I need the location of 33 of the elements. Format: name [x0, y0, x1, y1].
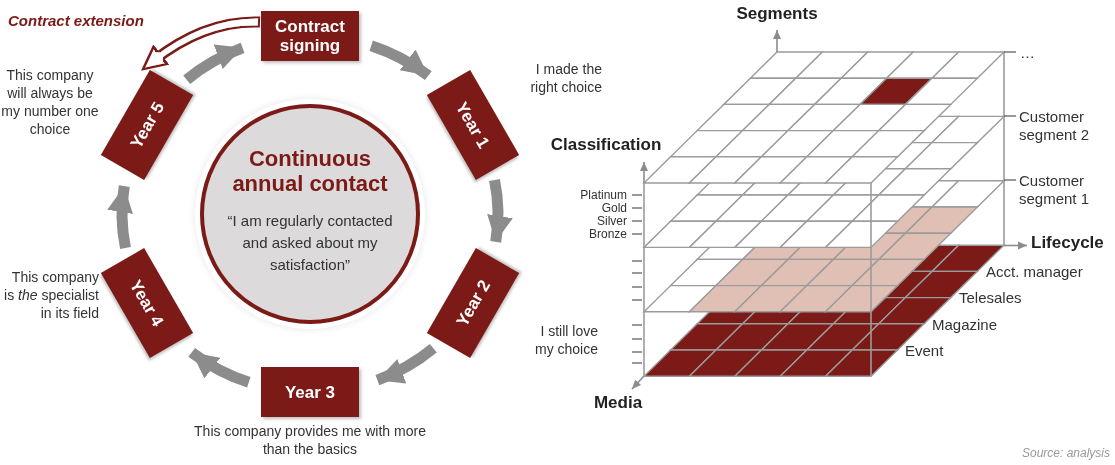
quote-text: This company is the specialist in its field — [3, 268, 99, 322]
tick-label: Telesales — [959, 289, 1022, 307]
cycle-arrow — [188, 347, 251, 388]
circle-title: Continuous annual contact — [231, 146, 389, 196]
tick-label: Platinum — [580, 188, 627, 203]
axis-title: Segments — [736, 4, 818, 24]
axis-title: Media — [593, 393, 643, 413]
tick-label: Event — [905, 342, 944, 360]
quote-text: I still love my choice — [533, 322, 598, 358]
tick-label: Magazine — [932, 316, 998, 334]
axis-title: Lifecycle — [1031, 233, 1104, 253]
cycle-arrow — [369, 40, 432, 81]
cycle-arrow — [108, 185, 135, 249]
tick-label: Customer segment 2 — [1019, 108, 1091, 144]
quote-text: This company will always be my number one choice — [1, 66, 99, 138]
tick-label: Gold — [601, 201, 627, 216]
quote-text: “I am regularly contacted and asked about my satisfaction” — [226, 211, 394, 275]
edge-label: Contract extension — [8, 12, 144, 29]
cycle-arrow — [485, 179, 512, 243]
tick-label: Bronze — [588, 227, 627, 242]
source-note: Source: analysis — [1021, 446, 1110, 461]
quote-text: I made the right choice — [529, 60, 602, 96]
tick-label: … — [1020, 44, 1035, 62]
stage-box: Contract signing — [261, 11, 359, 61]
stage-box: Year 3 — [261, 367, 359, 417]
tick-label: Customer segment 1 — [1019, 172, 1091, 208]
tick-label: Silver — [597, 214, 627, 229]
cycle-arrow — [375, 343, 437, 386]
extension-arrow — [140, 16, 260, 71]
tick-label: Acct. manager — [986, 263, 1083, 281]
axis-title: Classification — [550, 135, 662, 155]
quote-text: This company provides me with more than the basics — [193, 422, 427, 458]
cycle-arrow — [183, 42, 245, 85]
